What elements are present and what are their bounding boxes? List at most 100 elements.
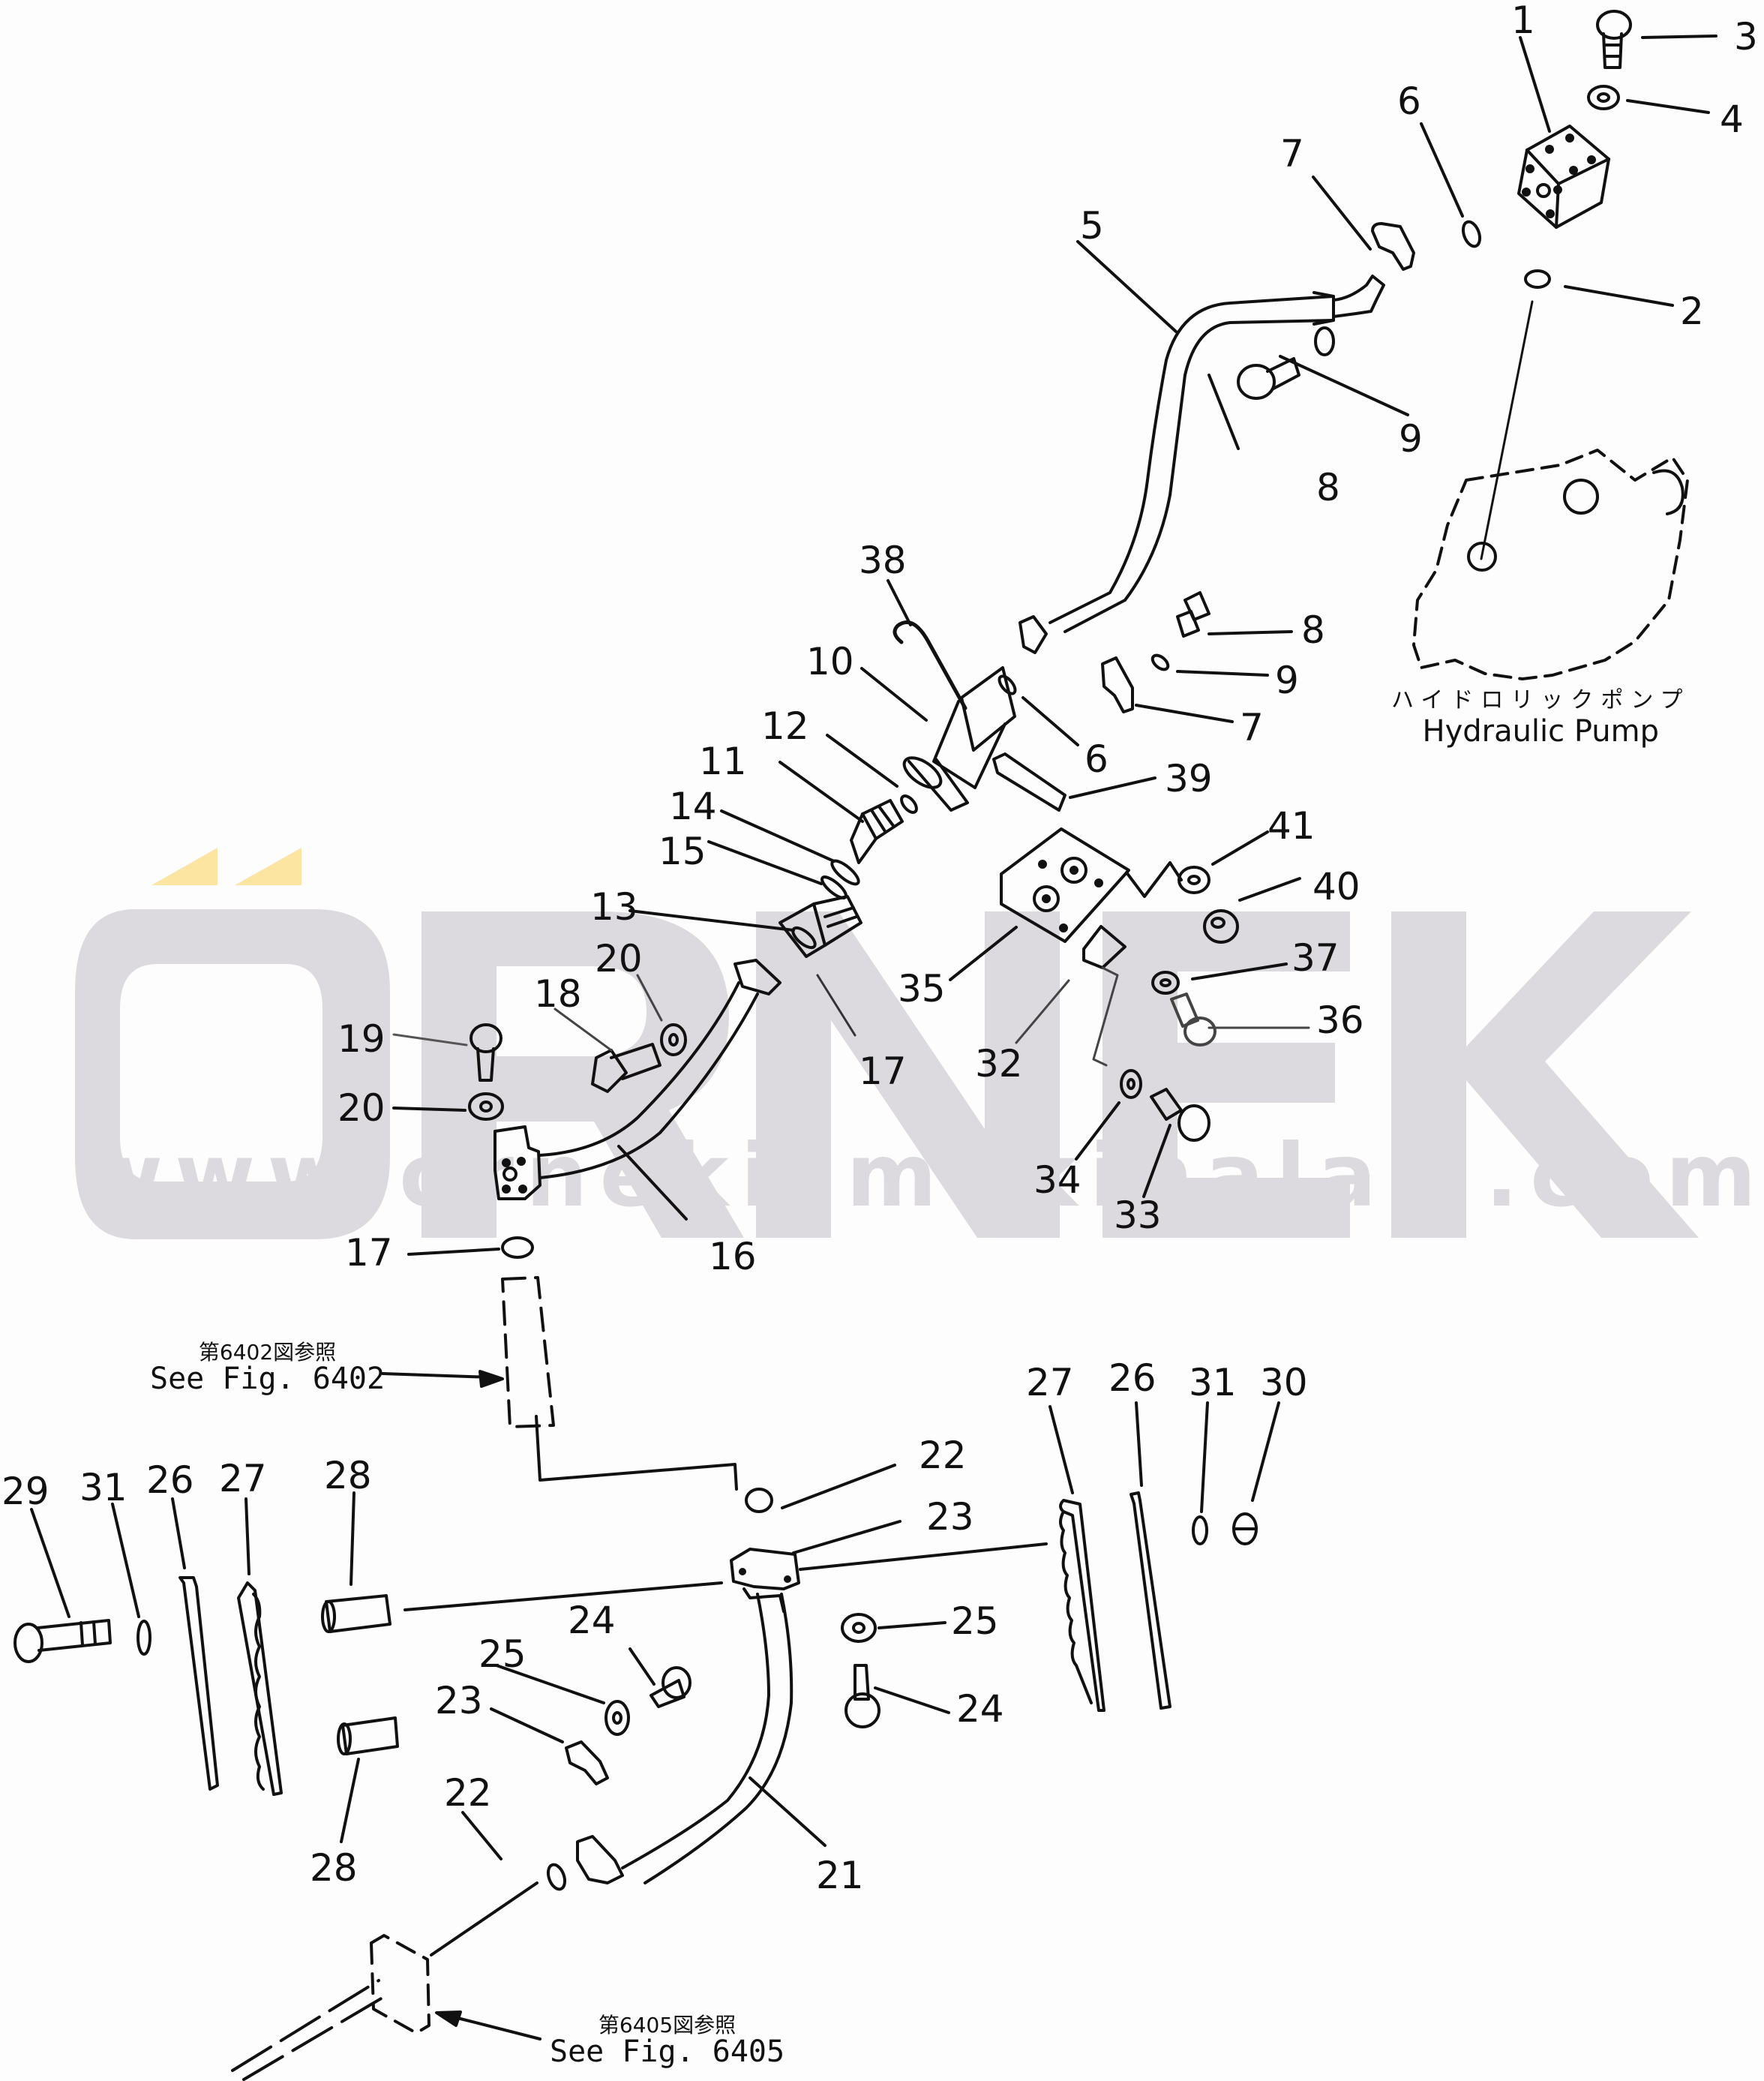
callout-16: 16	[709, 1235, 757, 1278]
leader-17b	[407, 1248, 500, 1256]
callout-41: 41	[1268, 804, 1316, 848]
sleeve-part-28b	[337, 1716, 399, 1755]
leader-24b	[628, 1647, 656, 1686]
callout-31: 31	[80, 1466, 128, 1509]
oring-part-22b	[546, 1863, 567, 1891]
leader-12	[826, 734, 898, 788]
connector-6405-22	[430, 1881, 538, 1956]
callout-17: 17	[345, 1231, 393, 1275]
connector-23-25	[742, 1587, 785, 1613]
valve-block-part-1	[1517, 125, 1610, 229]
callout-20: 20	[338, 1086, 386, 1130]
callout-26: 26	[146, 1458, 194, 1502]
arrow-head-6402	[478, 1370, 504, 1388]
callout-3: 3	[1734, 15, 1758, 59]
leader-13	[628, 909, 795, 932]
leader-1	[1519, 36, 1551, 133]
leader-14	[720, 809, 836, 863]
leader-25a	[878, 1621, 946, 1629]
leader-6b	[1022, 696, 1079, 746]
see-fig-6405-caption: 第6405図参照 See Fig. 6405	[550, 2013, 785, 2070]
washer-part-34	[1120, 1069, 1142, 1099]
callout-8: 8	[1316, 466, 1340, 509]
leader-29	[30, 1508, 70, 1618]
callout-26: 26	[1108, 1356, 1156, 1400]
leader-23a	[792, 1520, 902, 1554]
leader-21	[748, 1776, 826, 1847]
see-fig-6405-en: See Fig. 6405	[550, 2034, 785, 2070]
callout-18: 18	[534, 972, 582, 1016]
leader-5	[1076, 240, 1178, 333]
callout-13: 13	[590, 885, 638, 929]
watermark-letter-o	[75, 909, 390, 1239]
callout-25: 25	[478, 1632, 526, 1676]
leader-7	[1312, 176, 1372, 251]
hydraulic-pump-caption: ハイドロリックポンプ Hydraulic Pump	[1391, 681, 1690, 749]
bolt-part-18	[591, 1043, 662, 1093]
callout-37: 37	[1292, 936, 1340, 980]
oring-part-17a	[791, 926, 817, 950]
leader-35	[949, 926, 1018, 981]
filter-element-part-11	[850, 799, 904, 864]
callout-27: 27	[219, 1457, 267, 1500]
leader-28b	[340, 1758, 360, 1843]
hydraulic-pump-body	[1412, 449, 1689, 680]
washer-part-41	[1178, 866, 1210, 894]
leader-30	[1251, 1401, 1280, 1502]
bolt-part-24b	[650, 1666, 692, 1708]
leader-25b	[495, 1664, 605, 1704]
washer-part-9b	[1150, 653, 1170, 671]
oring-part-22a	[745, 1488, 773, 1513]
clamp-part-27a	[1059, 1499, 1106, 1712]
leader-31a	[1200, 1401, 1209, 1513]
callout-29: 29	[2, 1470, 50, 1513]
leader-9	[1279, 355, 1409, 416]
nut-part-40	[1203, 909, 1239, 944]
leader-22a	[781, 1464, 896, 1509]
callout-9: 9	[1399, 417, 1423, 461]
pipe-part-16	[494, 959, 782, 1200]
connector-35-41	[1125, 861, 1183, 898]
referenced-block-fig-6405	[231, 1934, 430, 2081]
split-flange-part-7	[1371, 222, 1415, 271]
oring-part-2	[1524, 269, 1551, 289]
watermark-letter-n	[756, 911, 1060, 1238]
callout-27: 27	[1026, 1361, 1074, 1404]
clamp-part-27b	[237, 1581, 283, 1796]
bolt-part-36	[1170, 992, 1216, 1047]
callout-1: 1	[1511, 0, 1535, 42]
callout-7: 7	[1280, 132, 1304, 176]
leader-27b	[244, 1497, 250, 1575]
see-fig-6405-jp: 第6405図参照	[598, 2013, 736, 2037]
callout-25: 25	[951, 1599, 999, 1643]
leader-23-to-27	[799, 1542, 1048, 1571]
plate-part-35	[1000, 827, 1130, 943]
leader-17a	[816, 974, 856, 1037]
bolt-part-24a	[844, 1664, 880, 1728]
spacer-part-32	[1082, 925, 1126, 969]
oring-part-12	[900, 794, 918, 814]
see-fig-6402-en: See Fig. 6402	[150, 1362, 386, 1397]
callout-35: 35	[898, 967, 946, 1010]
leader-23-to-28	[404, 1581, 723, 1611]
callout-36: 36	[1316, 998, 1364, 1042]
leader-39	[1069, 776, 1156, 799]
callout-31: 31	[1189, 1361, 1237, 1404]
leader-4	[1626, 99, 1710, 114]
leader-11	[778, 761, 864, 823]
leader-26b	[171, 1497, 186, 1569]
adapter-part-13	[778, 895, 862, 958]
callout-19: 19	[338, 1017, 386, 1061]
see-fig-6402-caption: 第6402図参照 See Fig. 6402	[150, 1341, 385, 1395]
split-flange-part-23b	[565, 1740, 609, 1785]
callout-7: 7	[1240, 706, 1264, 749]
hose-part-5	[1018, 275, 1385, 654]
callout-28: 28	[310, 1846, 358, 1890]
bolt-part-8	[1237, 357, 1300, 400]
callout-24: 24	[956, 1687, 1004, 1731]
leader-31b	[111, 1503, 140, 1618]
callout-4: 4	[1720, 98, 1744, 141]
leader-16	[617, 1145, 688, 1221]
leader-8	[1208, 374, 1240, 450]
